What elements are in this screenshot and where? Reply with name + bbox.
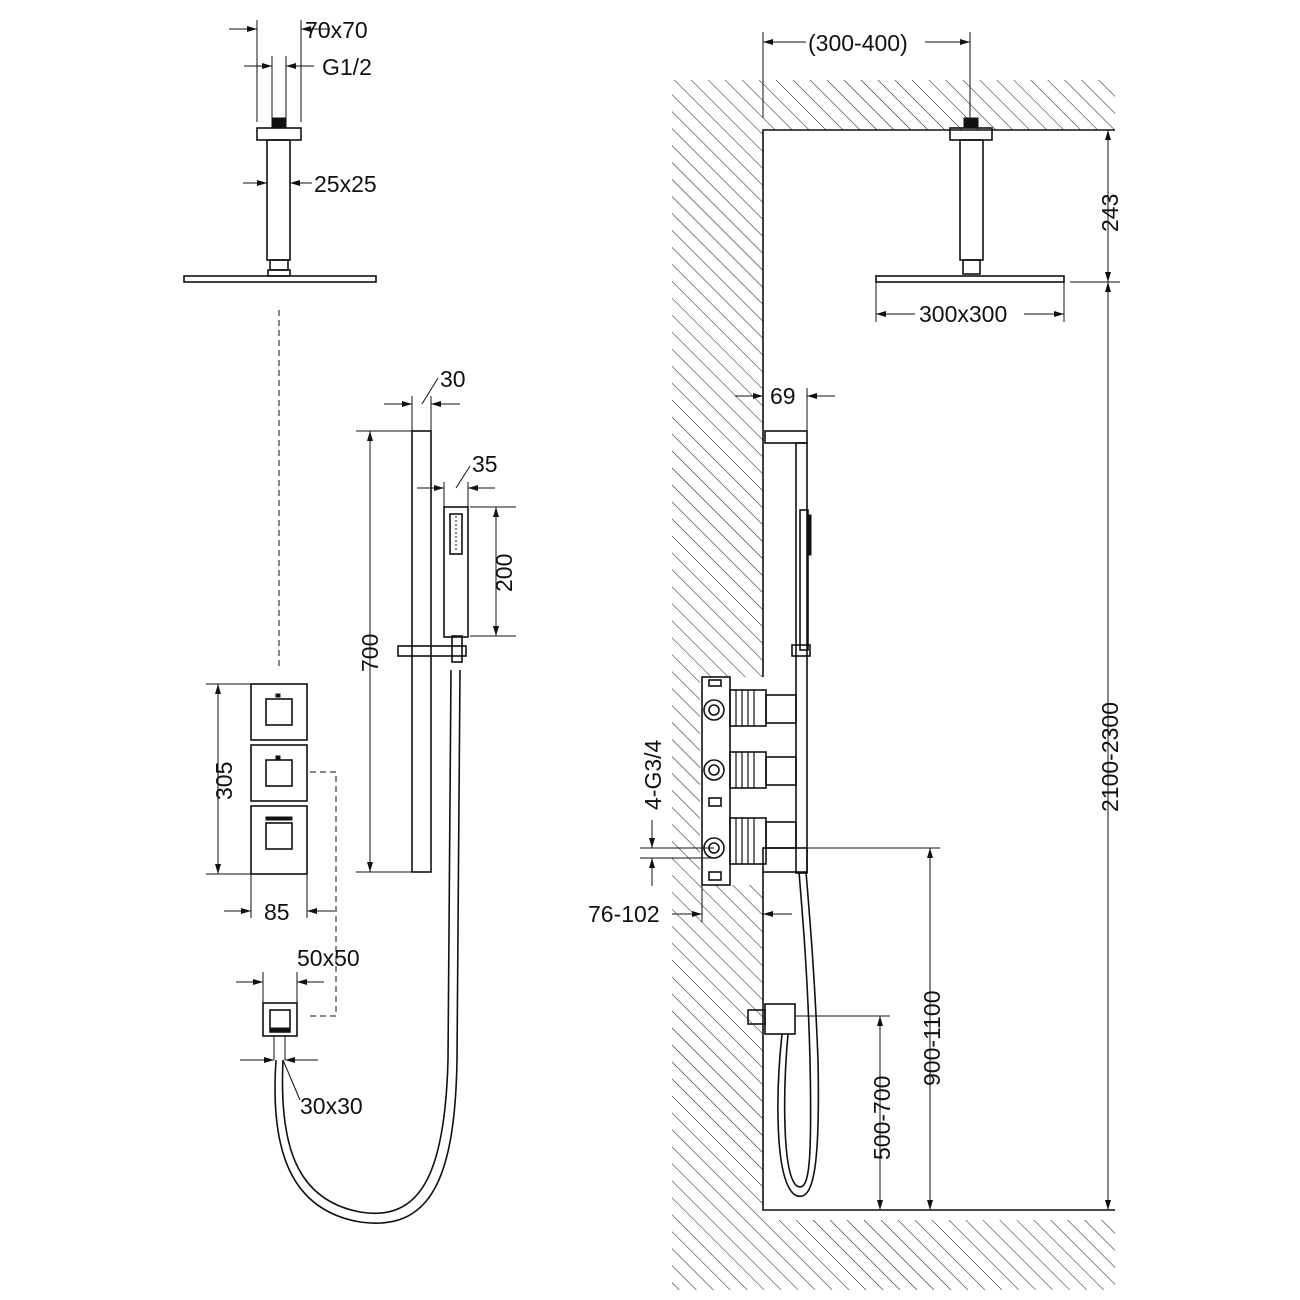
label-valve-height-range: 900-1100 [919, 991, 945, 1087]
dim-valve-height: 305 [206, 683, 251, 875]
dim-outlet-height-range: 500-700 [869, 1016, 895, 1210]
slide-rail-side [764, 430, 812, 874]
label-connections: 4-G3/4 [640, 739, 666, 810]
label-rail-offset: 69 [770, 383, 796, 409]
dim-box-depth: 76-102 [588, 885, 792, 927]
handshower-front [443, 506, 469, 638]
dim-rail-length: 700 [356, 430, 412, 873]
label-head-size: 300x300 [919, 301, 1007, 327]
dim-outlet-section: 30x30 [240, 1057, 363, 1119]
label-valve-height: 305 [211, 762, 237, 800]
dim-outlet-flange: 50x50 [236, 945, 360, 1003]
dim-connections: 4-G3/4 [640, 739, 714, 886]
dim-head-height: 2100-2300 [1097, 282, 1123, 1210]
label-box-depth: 76-102 [588, 901, 660, 927]
label-arm-offset: (300-400) [808, 30, 908, 56]
dim-ceiling-flange: 70x70 [229, 17, 368, 122]
label-outlet-flange: 50x50 [297, 945, 360, 971]
side-section: (300-400) 300x300 243 2100-2300 [588, 30, 1123, 1290]
dim-arm-offset: (300-400) [762, 30, 971, 118]
valve-body-side [701, 676, 808, 886]
label-ceiling-flange: 70x70 [305, 17, 368, 43]
label-handshower-width: 35 [472, 451, 498, 477]
ceiling-arm-side [875, 117, 1065, 283]
dim-arm-drop: 243 [1070, 130, 1123, 283]
ceiling-arm-front [183, 117, 377, 283]
label-handshower-length: 200 [491, 554, 517, 592]
slide-rail-front [397, 430, 467, 873]
label-outlet-section: 30x30 [300, 1093, 363, 1119]
label-head-height: 2100-2300 [1097, 702, 1123, 812]
dim-handshower-width: 35 [417, 451, 498, 507]
label-arm-section: 25x25 [314, 171, 377, 197]
dim-head-size: 300x300 [875, 282, 1065, 327]
dim-rail-offset: 69 [735, 383, 835, 431]
label-rail-length: 700 [357, 634, 383, 672]
dim-valve-width: 85 [224, 874, 335, 925]
dim-rail-width: 30 [384, 366, 466, 431]
label-thread: G1/2 [322, 54, 372, 80]
dim-thread: G1/2 [244, 54, 372, 118]
dim-arm-section: 25x25 [243, 171, 377, 197]
dim-handshower-length: 200 [470, 506, 517, 637]
wall-outlet-side [747, 1003, 890, 1035]
label-arm-drop: 243 [1097, 194, 1123, 232]
label-valve-width: 85 [264, 899, 290, 925]
front-elevation: 70x70 G1/2 25x25 [183, 17, 517, 1224]
valve-plates [250, 683, 308, 875]
wall-outlet-front [262, 1002, 298, 1060]
dim-valve-height-range: 900-1100 [919, 848, 945, 1210]
label-rail-width: 30 [440, 366, 466, 392]
label-outlet-height-range: 500-700 [869, 1076, 895, 1160]
